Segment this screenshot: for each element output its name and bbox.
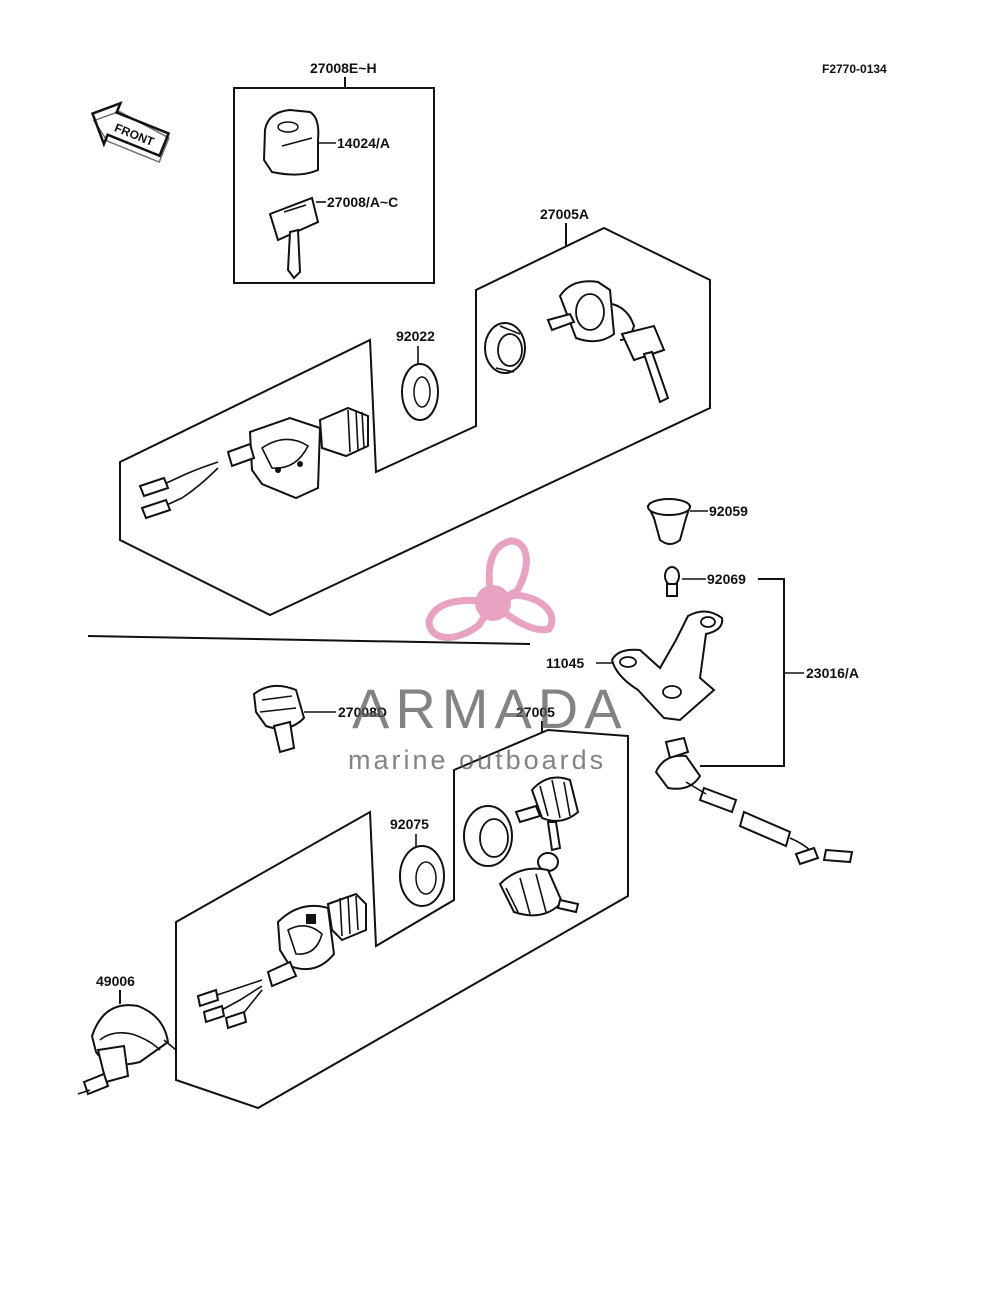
callout-lamp-assembly: 23016/A: [806, 665, 859, 681]
callout-washer-a: 92022: [396, 328, 435, 344]
callout-switch-set: 27005: [516, 704, 555, 720]
key-set-box: [233, 87, 435, 284]
armada-logo: ARMADA marine outboards: [348, 537, 628, 775]
switch-group: 27005 92075: [175, 704, 629, 1110]
callout-key-cover: 14024/A: [337, 135, 390, 151]
nut-a-part: [484, 322, 526, 374]
bulb-part: [664, 566, 680, 597]
callout-grommet: 92059: [709, 503, 748, 519]
callout-bracket: 11045: [546, 655, 584, 671]
key-part: [268, 196, 320, 280]
ignition-part: [196, 892, 367, 1030]
washer-part: [399, 845, 445, 907]
callout-key-blank: 27008D: [338, 704, 387, 720]
callout-key: 27008/A~C: [327, 194, 398, 210]
reference-line: [87, 635, 531, 645]
switch-cap-part: [498, 776, 580, 917]
key-cover-part: [262, 108, 320, 176]
callout-key-set: 27008E~H: [310, 60, 377, 76]
switch-outline: [175, 728, 629, 1110]
callout-cap: 49006: [96, 973, 135, 989]
cap-part: [77, 1004, 177, 1096]
key-set-group: 27008E~H 14024/A 27008/A~C: [233, 60, 435, 284]
switch-a-group: 27005A 92022: [119, 206, 711, 617]
washer-a-part: [401, 363, 439, 421]
bracket-part: [610, 610, 724, 722]
front-arrow-icon: FRONT: [90, 101, 171, 164]
key-blank-part: [252, 684, 306, 754]
nut-part: [463, 805, 513, 867]
switch-a-body-part: [546, 280, 670, 404]
callout-bulb: 92069: [707, 571, 746, 587]
grommet-part: [646, 498, 692, 545]
watermark-brand: ARMADA: [352, 677, 628, 740]
watermark-tagline: marine outboards: [348, 745, 606, 775]
callout-switch-set-a: 27005A: [540, 206, 589, 222]
figure-code: F2770-0134: [822, 62, 887, 76]
switch-a-outline: [119, 226, 711, 617]
ignition-a-part: [138, 406, 369, 520]
lamp-socket-part: [654, 736, 854, 866]
callout-washer: 92075: [390, 816, 429, 832]
propeller-icon: [425, 537, 556, 641]
